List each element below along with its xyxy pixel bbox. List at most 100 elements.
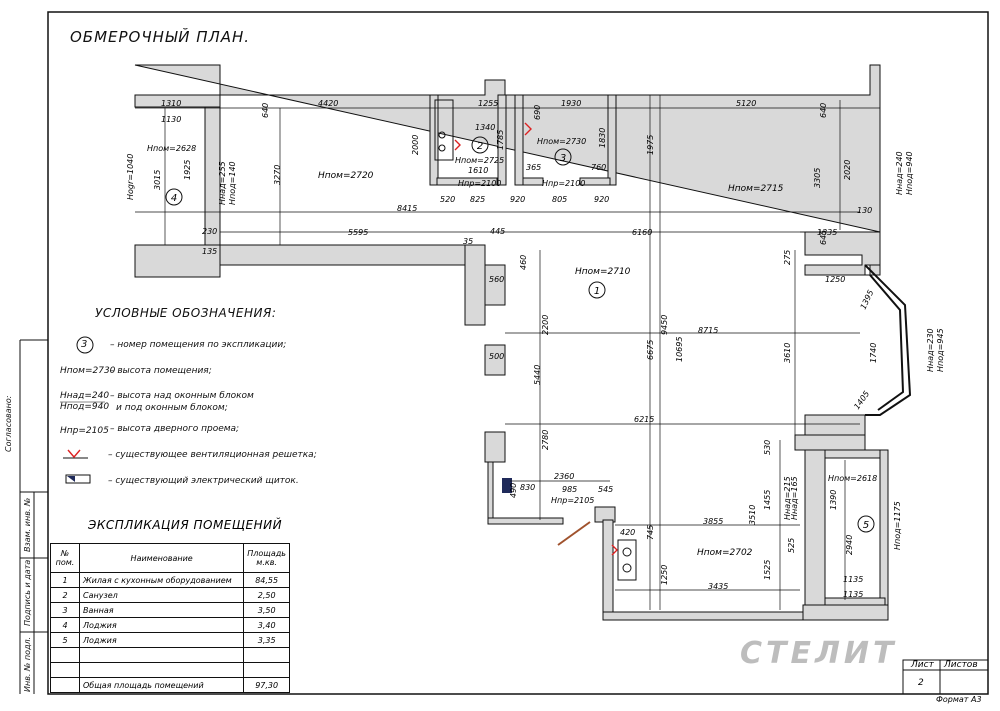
dim-label: 35	[463, 237, 473, 246]
window-sill-4: Нпод=1175	[893, 501, 902, 550]
dim-label: 690	[533, 105, 542, 120]
dim-label: 1610	[468, 166, 488, 175]
row-area: 3,50	[243, 602, 290, 618]
window-height-3: Ннад=230	[926, 328, 935, 372]
dim-label: 805	[552, 195, 567, 204]
dim-label: 560	[489, 275, 504, 284]
entrance-door	[557, 521, 591, 546]
walls	[134, 64, 889, 621]
dim-label: 1255	[478, 99, 498, 108]
window-sill-3: Нпод=945	[936, 328, 945, 372]
dim-label: 520	[440, 195, 455, 204]
wall-bath-bottom	[522, 177, 544, 186]
dim-label: 1250	[825, 275, 845, 284]
row-area: 3,35	[243, 632, 290, 648]
room-3-marker	[554, 148, 572, 166]
explication-table: № пом. Наименование Площадь м.кв. 1 Жила…	[50, 543, 290, 693]
legend-room-circle	[76, 336, 94, 354]
dim-label: 1130	[161, 115, 181, 124]
wall-bath-left	[514, 94, 524, 186]
dim-label: 1335	[817, 228, 837, 237]
dim-label: 920	[510, 195, 525, 204]
dim-label: 420	[620, 528, 635, 537]
legend-room-sample: 3	[81, 339, 88, 350]
window-sill-1: Нпод=140	[228, 161, 237, 205]
wall-kitchen-left	[602, 519, 614, 621]
dim-label: 6675	[646, 340, 655, 360]
dim-label: 985	[562, 485, 577, 494]
window-height-5: Ннад=215	[783, 476, 792, 520]
room-3-number: 3	[560, 153, 566, 164]
dim-label: 645	[819, 230, 828, 245]
room-4-number: 4	[171, 193, 177, 204]
dim-label: 1455	[763, 490, 772, 510]
vent-grille-icon	[524, 122, 532, 136]
dim-label: 1525	[763, 560, 772, 580]
legend-shield-icon	[67, 476, 75, 482]
room-4-height: Нпом=2628	[147, 144, 196, 153]
stamp-sheet-value: 2	[918, 678, 924, 688]
header-name: Наименование	[78, 543, 245, 573]
electrical-shield-icon	[502, 478, 512, 493]
dim-label: 1785	[496, 130, 505, 150]
row-num: 3	[50, 602, 80, 618]
room-1-height: Нпом=2710	[575, 267, 631, 277]
wall-bay-bottom-2	[804, 414, 866, 436]
total-label: Общая площадь помещений	[78, 677, 245, 693]
sheet-frame	[47, 11, 989, 695]
wall-bottom	[602, 611, 804, 621]
dim-label: 1830	[598, 128, 607, 148]
table-row: 4 Лоджия 3,40	[50, 617, 290, 633]
door-height-3: Нпр=2105	[551, 496, 594, 505]
dim-label: 5595	[348, 228, 368, 237]
table-row: 2 Санузел 2,50	[50, 587, 290, 603]
dim-label: 445	[490, 227, 505, 236]
dim-label: 1975	[646, 135, 655, 155]
legend-height-sample: Нпом=2730	[60, 366, 116, 376]
wall-left-bottom	[219, 244, 486, 266]
room-1-marker	[588, 281, 606, 299]
total-value: 97,30	[243, 677, 290, 693]
side-label-agreed: Согласовано:	[4, 395, 13, 452]
row-name: Лоджия	[78, 632, 245, 648]
side-label-inv1: Взам. инв. №	[23, 497, 32, 552]
stamp-box	[902, 659, 989, 695]
row-area: 2,50	[243, 587, 290, 603]
legend-title: УСЛОВНЫЕ ОБОЗНАЧЕНИЯ:	[95, 306, 277, 320]
dim-label: 530	[763, 440, 772, 455]
dim-label: 3305	[813, 168, 822, 188]
dim-label: 3435	[708, 582, 728, 591]
wall-wc-left	[429, 94, 439, 186]
dim-label: 2200	[541, 315, 550, 335]
dim-label: 5120	[736, 99, 756, 108]
room-5-number: 5	[863, 520, 869, 531]
dim-label: 745	[646, 525, 655, 540]
wall-column-3	[484, 431, 506, 463]
side-label-inv2: Инв. № подл.	[23, 636, 32, 692]
dim-label: 135	[202, 247, 217, 256]
burner-icon	[622, 547, 632, 557]
dim-label: 760	[591, 163, 606, 172]
row-name: Жилая с кухонным оборудованием	[78, 572, 245, 588]
wall-loggia-bottom	[134, 244, 221, 278]
dim-label: 2020	[843, 160, 852, 180]
row-area: 84,55	[243, 572, 290, 588]
wall-column-2	[484, 344, 506, 376]
wall-corner	[802, 604, 889, 621]
row-name: Ванная	[78, 602, 245, 618]
brand-logo: СТЕЛИТ	[740, 636, 898, 671]
room-bottom-height: Нпом=2702	[697, 548, 753, 558]
wall-loggia-top	[134, 94, 221, 108]
window-height-2: Ннад=240	[895, 151, 904, 195]
table-row-empty	[50, 647, 290, 663]
dim-label: 640	[819, 103, 828, 118]
dim-label: 825	[470, 195, 485, 204]
header-num: № пом.	[50, 543, 80, 573]
dim-label: 275	[783, 250, 792, 265]
room-5-marker	[857, 515, 875, 533]
dim-label: 3855	[703, 517, 723, 526]
wall-wc-bottom	[436, 177, 498, 186]
table-row: 1 Жилая с кухонным оборудованием 84,55	[50, 572, 290, 588]
